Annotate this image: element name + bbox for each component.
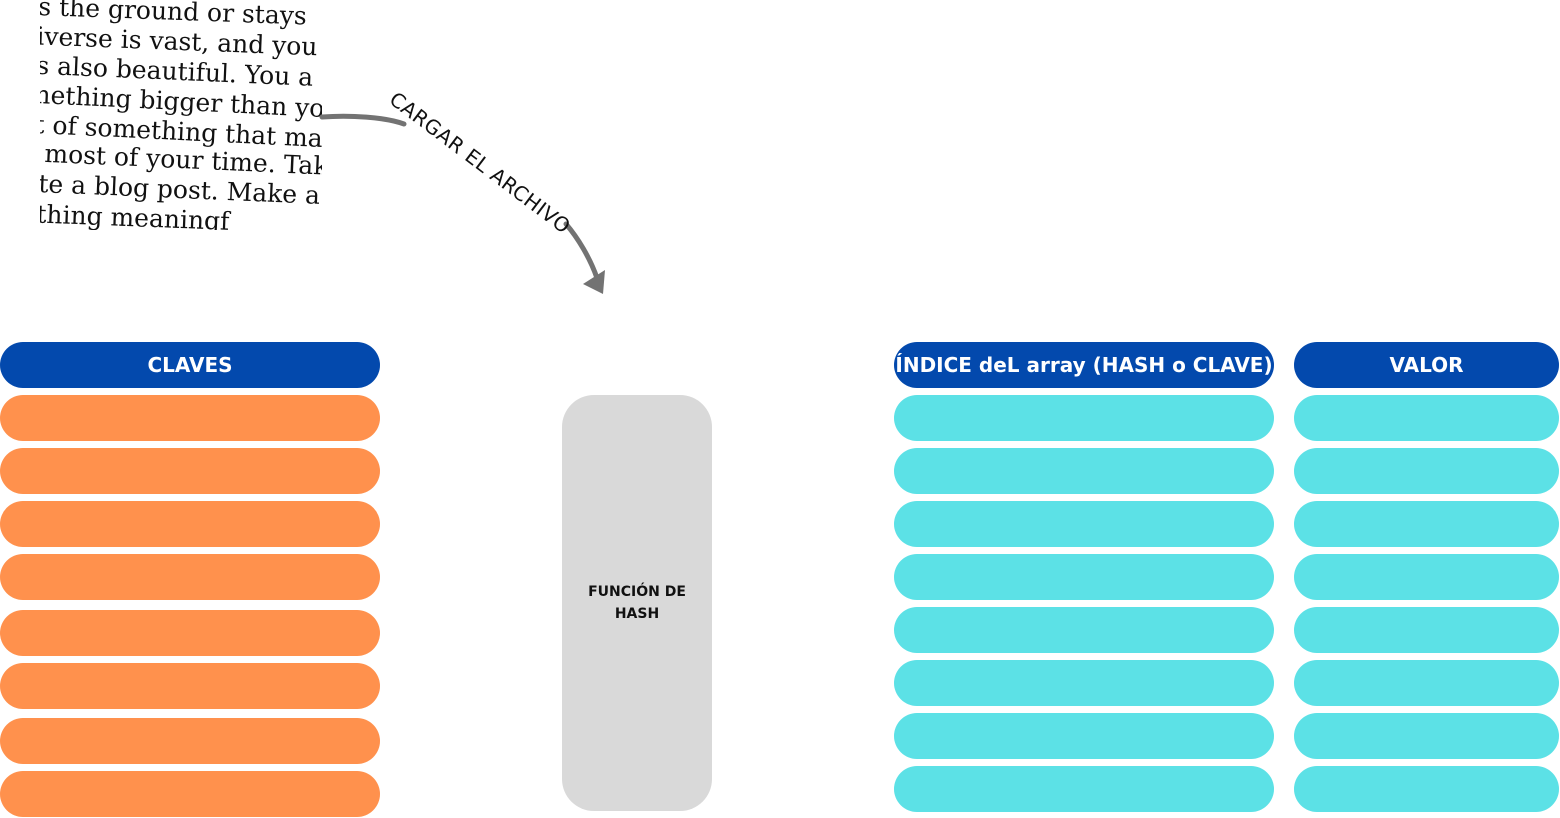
value-row-6 [1294, 660, 1559, 706]
index-row-1 [894, 395, 1274, 441]
load-file-arrow-tail [563, 221, 600, 281]
load-file-label: CARGAR EL ARCHIVO [385, 87, 575, 239]
value-header: VALOR [1294, 342, 1559, 388]
key-row-6 [0, 663, 380, 709]
hash-function-label-line-1: FUNCIÓN DE [588, 584, 686, 600]
text-file-snippet-svg: s the ground or stays iverse is vast, an… [40, 0, 322, 230]
text-file-snippet: s the ground or stays iverse is vast, an… [40, 0, 322, 230]
hash-function-box: FUNCIÓN DE HASH [562, 395, 712, 811]
key-row-5 [0, 610, 380, 656]
key-row-7 [0, 718, 380, 764]
index-row-5 [894, 607, 1274, 653]
hash-function-label: FUNCIÓN DE HASH [577, 581, 697, 625]
value-row-2 [1294, 448, 1559, 494]
hash-function-label-line-2: HASH [614, 606, 660, 622]
index-header: ÍNDICE deL array (HASH o CLAVE) [894, 342, 1274, 388]
index-row-3 [894, 501, 1274, 547]
key-row-8 [0, 771, 380, 817]
index-row-4 [894, 554, 1274, 600]
key-row-4 [0, 554, 380, 600]
arrow-head-icon [583, 270, 605, 294]
claves-header: CLAVES [0, 342, 380, 388]
value-row-7 [1294, 713, 1559, 759]
key-row-1 [0, 395, 380, 441]
value-row-1 [1294, 395, 1559, 441]
index-row-7 [894, 713, 1274, 759]
value-row-8 [1294, 766, 1559, 812]
index-row-8 [894, 766, 1274, 812]
value-row-3 [1294, 501, 1559, 547]
key-row-3 [0, 501, 380, 547]
value-row-5 [1294, 607, 1559, 653]
index-row-2 [894, 448, 1274, 494]
index-row-6 [894, 660, 1274, 706]
key-row-2 [0, 448, 380, 494]
load-file-arrow [319, 113, 407, 127]
value-row-4 [1294, 554, 1559, 600]
